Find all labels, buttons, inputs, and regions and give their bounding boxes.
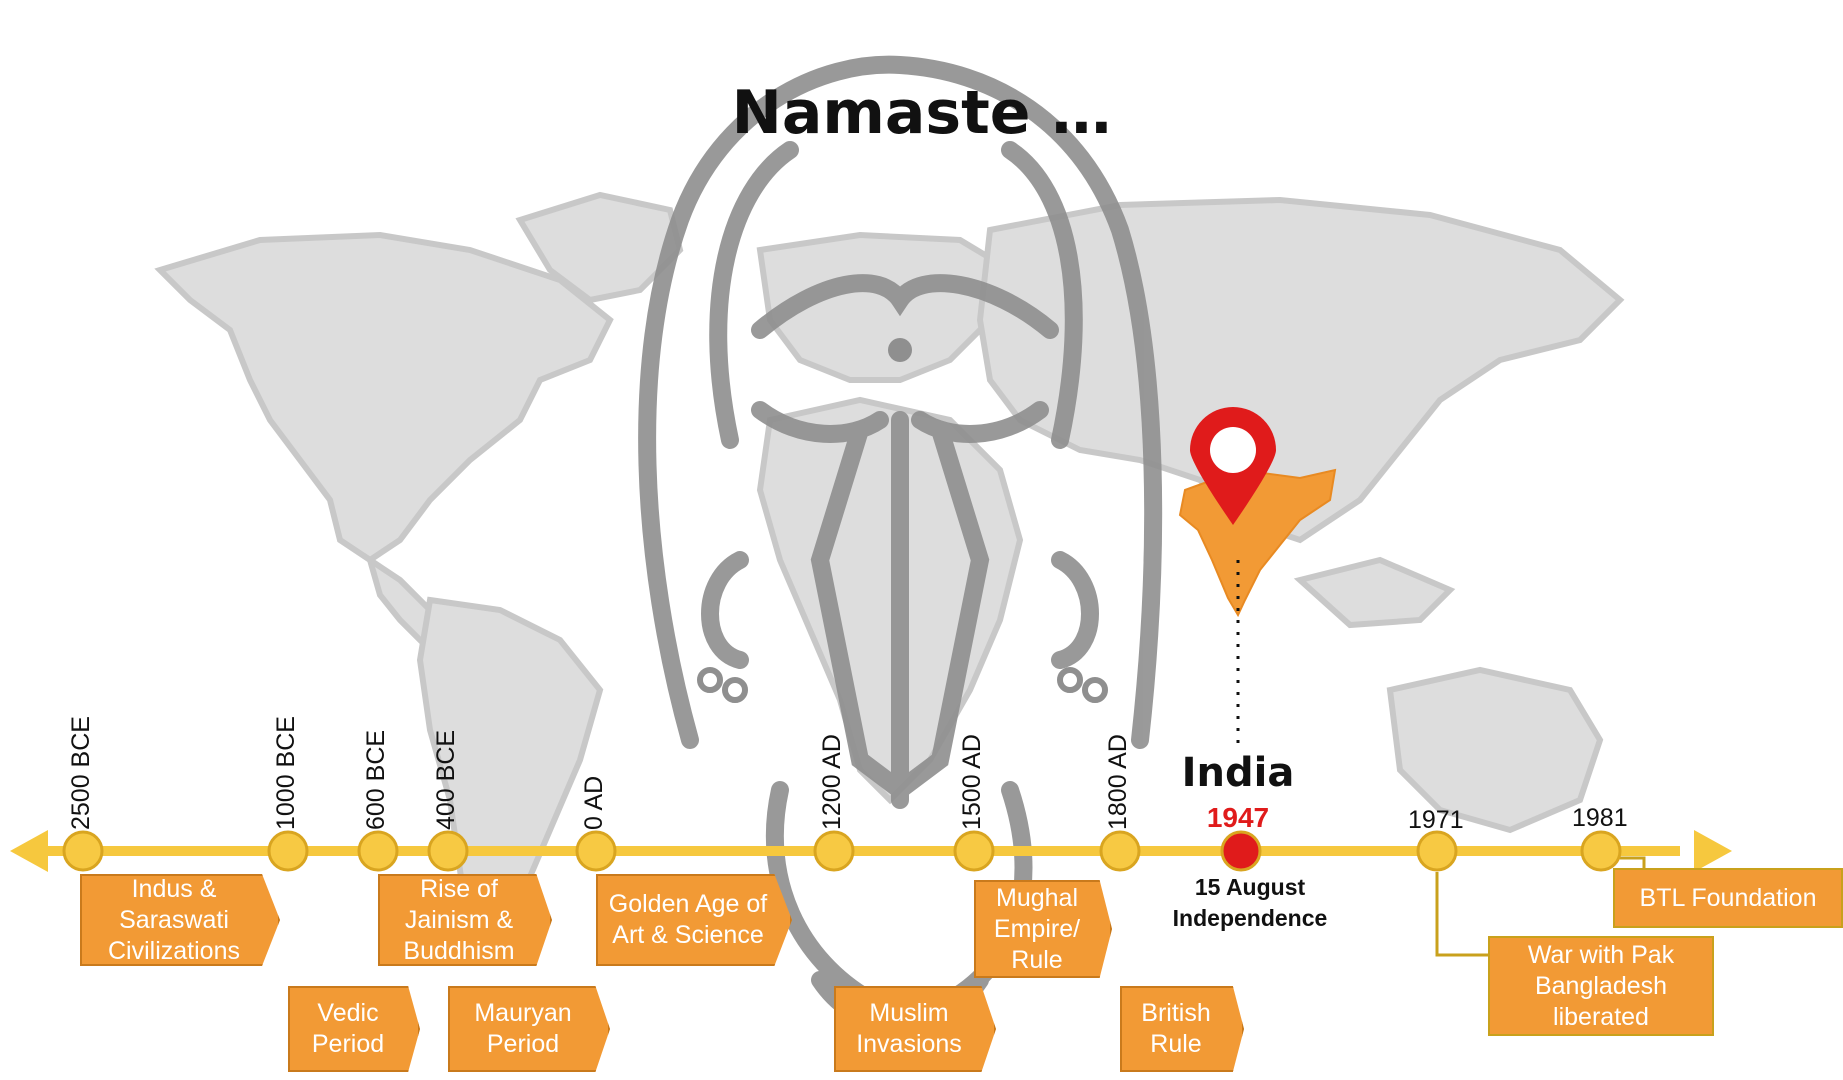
event-vedic: Vedic Period	[288, 986, 420, 1072]
bindi	[888, 338, 912, 362]
event-mauryan: Mauryan Period	[448, 986, 610, 1072]
event-golden: Golden Age of Art & Science	[596, 874, 792, 966]
tick-1800ad: 1800 AD	[1104, 734, 1132, 830]
page-title: Namaste …	[731, 78, 1112, 148]
event-british: British Rule	[1120, 986, 1244, 1072]
event-btl: BTL Foundation	[1613, 868, 1843, 928]
tick-2500bce: 2500 BCE	[67, 716, 95, 830]
independence-text: Independence	[1172, 905, 1328, 931]
marker-0ad	[575, 830, 617, 872]
war-connector	[1435, 872, 1488, 957]
event-jainism: Rise of Jainism & Buddhism	[378, 874, 552, 966]
tick-1000bce: 1000 BCE	[272, 716, 300, 830]
marker-1947	[1220, 830, 1262, 872]
tick-1981: 1981	[1572, 804, 1628, 832]
independence-caption: 15 August Independence	[1135, 872, 1365, 934]
location-pin-icon	[1190, 407, 1276, 525]
marker-400bce	[427, 830, 469, 872]
event-indus: Indus & Saraswati Civilizations	[80, 874, 280, 966]
event-muslim: Muslim Invasions	[834, 986, 996, 1072]
country-label: India	[1181, 750, 1295, 796]
marker-1971	[1416, 830, 1458, 872]
marker-1000bce	[267, 830, 309, 872]
event-war: War with Pak Bangladesh liberated	[1488, 936, 1714, 1036]
india-highlight	[1178, 468, 1337, 618]
event-mughal: Mughal Empire/ Rule	[974, 880, 1112, 978]
tick-1500ad: 1500 AD	[958, 734, 986, 830]
namaste-figure-illustration	[638, 55, 1163, 1034]
timeline-markers	[62, 830, 1622, 872]
marker-2500bce	[62, 830, 104, 872]
marker-1981	[1580, 830, 1622, 872]
tick-600bce: 600 BCE	[362, 729, 390, 830]
marker-1800ad	[1099, 830, 1141, 872]
tick-400bce: 400 BCE	[432, 729, 460, 830]
marker-1500ad	[953, 830, 995, 872]
tick-0ad: 0 AD	[580, 775, 608, 830]
marker-600bce	[357, 830, 399, 872]
independence-date: 15 August	[1194, 874, 1306, 900]
tick-1200ad: 1200 AD	[818, 734, 846, 830]
tick-1971: 1971	[1408, 806, 1464, 834]
timeline-axis	[10, 830, 1732, 872]
marker-1200ad	[813, 830, 855, 872]
independence-year: 1947	[1206, 802, 1270, 833]
